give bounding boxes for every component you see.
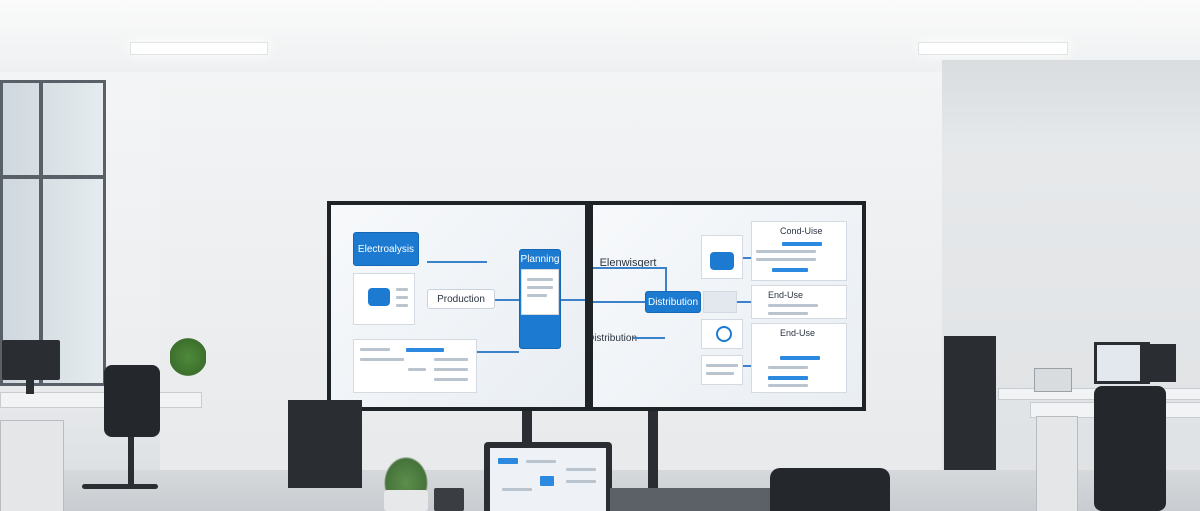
connector <box>427 261 487 263</box>
display-stand-leg <box>522 411 532 447</box>
connector <box>495 299 519 301</box>
chair-stem <box>128 437 134 485</box>
potted-plant <box>170 332 206 382</box>
right-screen: Elenwisgert Distribution Distribution Co… <box>593 205 862 407</box>
ceiling-light <box>918 42 1068 55</box>
foreground-chair <box>770 468 890 511</box>
device-card-notes <box>701 355 743 385</box>
connector <box>561 299 585 301</box>
drawer-unit-right <box>1036 416 1078 511</box>
distribution-detail <box>703 291 737 313</box>
ceiling-light <box>130 42 268 55</box>
connector <box>477 351 519 353</box>
wall-monitor-right: Elenwisgert Distribution Distribution Co… <box>589 201 866 411</box>
left-desk <box>0 392 202 408</box>
connector <box>593 301 645 303</box>
foreground-desk <box>610 488 780 511</box>
plant-pot <box>384 490 428 511</box>
database-icon <box>710 252 734 270</box>
office-chair <box>104 365 160 437</box>
node-planning-card <box>521 269 559 315</box>
panel-cond-uise: Cond-Uise <box>751 221 847 281</box>
node-electroalysis: Electroalysis <box>353 232 419 266</box>
connector <box>633 337 665 339</box>
node-planning-label: Planning <box>520 254 560 265</box>
display-stand-leg <box>648 411 658 489</box>
database-icon <box>368 288 390 306</box>
node-distribution-blue: Distribution <box>645 291 701 313</box>
label-elenwisgert: Elenwisgert <box>599 257 657 269</box>
panel-title-cond-uise: Cond-Uise <box>780 226 823 236</box>
node-distribution: Distribution <box>593 332 638 344</box>
side-cabinet <box>288 400 362 488</box>
pen-holder <box>434 488 464 511</box>
globe-icon <box>716 326 732 342</box>
window <box>0 80 106 386</box>
node-production: Production <box>427 289 495 309</box>
laptop-screen <box>490 448 606 511</box>
desktop-monitor <box>2 340 60 380</box>
exposed-ceiling <box>942 60 1200 150</box>
laptop <box>484 442 612 511</box>
monitor-stand <box>26 380 34 394</box>
connector <box>665 267 667 291</box>
connector <box>743 257 751 259</box>
server-rack <box>944 336 996 470</box>
device-card <box>701 235 743 279</box>
panel-end-use-1: End-Use <box>751 285 847 319</box>
left-screen: Electroalysis Production Planning <box>331 205 585 407</box>
chair-base <box>82 484 158 489</box>
printer <box>1034 368 1072 392</box>
device-card-small <box>701 319 743 349</box>
succulent-plant <box>380 452 432 496</box>
connector <box>743 365 751 367</box>
panel-title-end-use-2: End-Use <box>780 328 816 338</box>
connector <box>737 301 751 303</box>
desktop-monitor-right-2 <box>1140 344 1176 382</box>
panel-end-use-2: End-Use <box>751 323 847 393</box>
connector <box>593 267 667 269</box>
wall-monitor-left: Electroalysis Production Planning <box>327 201 589 411</box>
desk-drawer-unit <box>0 420 64 511</box>
summary-panel-left <box>353 339 477 393</box>
panel-title-end-use-1: End-Use <box>768 290 804 300</box>
office-chair-right <box>1094 386 1166 511</box>
node-card-left <box>353 273 415 325</box>
